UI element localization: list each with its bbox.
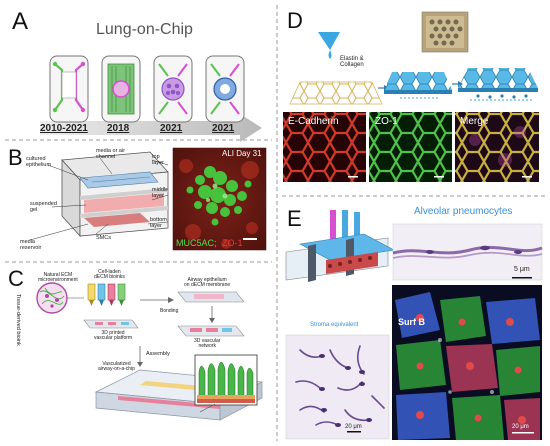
year-label-2: 2018 [107, 123, 130, 134]
scale-label-right: 20 μm [512, 424, 529, 430]
panel-label-e: E [287, 206, 302, 231]
label-natural-ecm: Natural ECM microenvironment [38, 272, 78, 284]
panel-e-graphics [285, 210, 543, 440]
label-cultured-epithelium: cultured epithelium [26, 156, 52, 168]
label-zo1-d: ZO-1 [375, 116, 398, 127]
panel-label-b: B [8, 145, 23, 170]
pipette-icon [318, 32, 340, 50]
panel-b-graphics [29, 147, 267, 251]
panel-dividers [5, 5, 545, 441]
chip-icon-4 [205, 55, 245, 123]
chip-icon-2 [101, 55, 141, 123]
panel-label-d: D [287, 8, 303, 33]
scale-label-left: 20 μm [345, 424, 362, 430]
label-tissue-bioink: Tissue-derived bioink [15, 294, 21, 346]
label-bonding: Bonding [160, 308, 179, 314]
label-media-channel: media or air channel [96, 148, 126, 160]
label-top-layer: top layer [152, 154, 164, 166]
label-ali-day: ALI Day 31 [222, 149, 262, 158]
panel-label-a: A [12, 8, 29, 35]
year-label-4: 2021 [212, 123, 235, 134]
panel-label-c: C [8, 266, 24, 291]
year-label-3: 2021 [160, 123, 183, 134]
label-printed-platform: 3D printed vascular platform [94, 330, 133, 342]
timeline-arrow [40, 114, 262, 142]
label-assembly: Assembly [146, 351, 170, 357]
panel-a-graphics [40, 55, 262, 142]
label-media-reservoir: media reservoir [20, 239, 42, 251]
label-suspended-gel: suspended gel [30, 201, 57, 213]
scale-label-top: 5 μm [514, 266, 530, 273]
panel-c-graphics [36, 282, 264, 421]
label-airway-epithelium: Airway epithelium on dECM membrane [184, 277, 231, 289]
year-label-1: 2010-2021 [40, 123, 88, 134]
label-bottom-layer: bottom layer [150, 217, 167, 229]
label-elastin-collagen: Elastin & Collagen [340, 56, 364, 69]
label-cell-laden: Cell-laden dECM bioinks [94, 269, 125, 281]
label-vascularized-chip: Vascularized airway-on-a-chip [98, 361, 135, 373]
label-e-cadherin: E-Cadherin [288, 116, 339, 127]
panel-d-graphics [283, 11, 539, 182]
label-muc5ac: MUC5AC; [176, 238, 217, 248]
label-middle-layer: middle layer [152, 187, 169, 199]
bioink-syringes [87, 283, 126, 306]
label-alveolar-pneumocytes: Alveolar pneumocytes [414, 206, 513, 217]
label-stroma-equivalent: Stroma equivalent [310, 322, 359, 328]
panel-a-title: Lung-on-Chip [96, 21, 193, 38]
label-merge: Merge [460, 116, 489, 127]
label-surf-b: Surf B [398, 317, 425, 327]
chip-icon-3 [153, 55, 193, 123]
label-zo1-b: ZO-1 [222, 238, 243, 248]
label-smcs: SMCs [96, 235, 111, 241]
label-vascular-network: 3D vascular network [194, 338, 221, 350]
chip-icon-1 [49, 55, 89, 123]
